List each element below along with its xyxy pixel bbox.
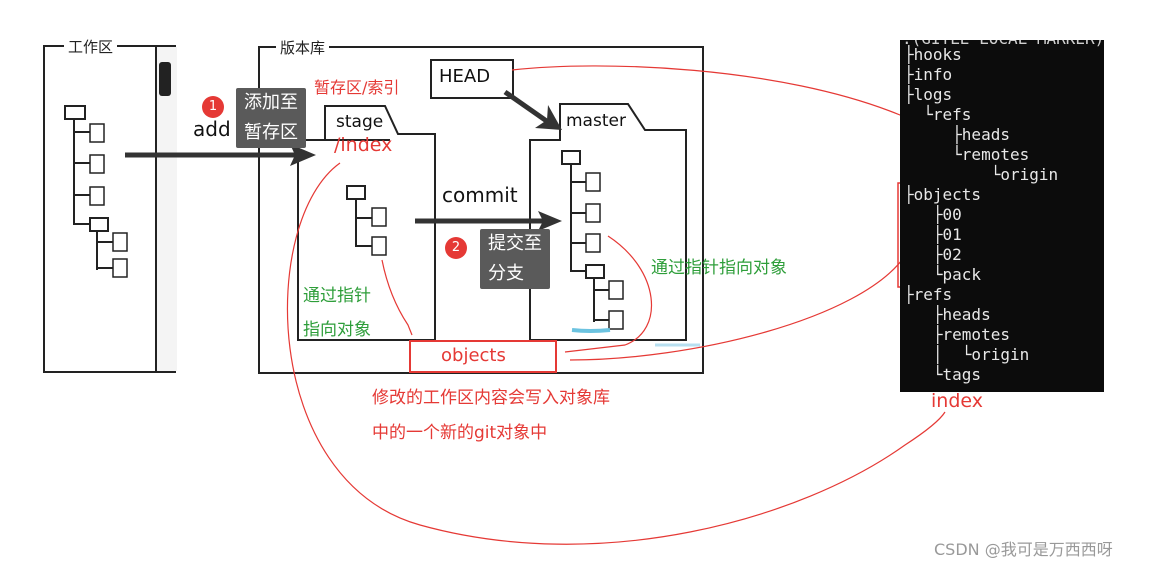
add-label: add [193, 117, 231, 141]
scrollbar-thumb[interactable] [159, 62, 171, 96]
objects-label: objects [441, 345, 506, 366]
step-1-tooltip: 添加至 暂存区 [236, 88, 306, 148]
terminal-line: ├objects [904, 185, 982, 204]
terminal-line: ├info [904, 65, 953, 84]
commit-label: commit [442, 183, 518, 207]
master-tree [561, 150, 609, 322]
terminal-line: ├remotes [904, 325, 1010, 344]
master-label: master [566, 111, 626, 131]
head-arrow [503, 89, 550, 125]
stage-folder-tab [297, 105, 436, 341]
step-2-tooltip: 提交至 分支 [480, 229, 550, 289]
stage-index-cn: 暂存区/索引 [314, 78, 400, 97]
terminal-line: └pack [904, 265, 982, 284]
stage-tree [346, 185, 372, 247]
terminal-line: │ └origin [904, 345, 1030, 364]
terminal-line: ├02 [904, 245, 962, 264]
step-2-badge: 2 [445, 237, 467, 259]
terminal-panel: .(GITLE LOCAL MARKER) ├hooks ├info ├logs… [900, 40, 1104, 392]
terminal-line: └tags [904, 365, 982, 384]
repository-title: 版本库 [276, 37, 330, 58]
terminal-line: ├01 [904, 225, 962, 244]
head-box [430, 59, 514, 99]
stage-label: stage [336, 112, 384, 132]
terminal-line: ├hooks [904, 45, 962, 64]
stage-index-en: /index [334, 134, 393, 156]
workspace-title: 工作区 [64, 36, 118, 57]
write-note-line1: 修改的工作区内容会写入对象库 [372, 388, 610, 408]
terminal-top-partial: .(GITLE LOCAL MARKER) [902, 40, 1104, 48]
objects-box [409, 340, 557, 373]
step-2-line1: 提交至 [488, 233, 542, 254]
pointer-right: 通过指针指向对象 [651, 258, 787, 278]
watermark: CSDN @我可是万西西呀 [934, 540, 1113, 559]
pointer-left-line1: 通过指针 [303, 286, 371, 306]
step-1-badge: 1 [202, 96, 224, 118]
terminal-line: ├refs [904, 285, 953, 304]
terminal-line: └refs [904, 105, 972, 124]
index-label: index [931, 390, 983, 412]
step-1-line2: 暂存区 [244, 122, 298, 143]
workspace-scrollbar[interactable] [155, 47, 177, 371]
terminal-line: ├00 [904, 205, 962, 224]
write-note-line2: 中的一个新的git对象中 [372, 423, 548, 443]
terminal-line: ├heads [904, 305, 991, 324]
pointer-left-line2: 指向对象 [303, 320, 371, 340]
workspace-tree [64, 105, 113, 270]
terminal-line: ├heads [904, 125, 1010, 144]
step-2-line2: 分支 [488, 263, 524, 284]
red-annotation-curves [286, 65, 946, 545]
terminal-line: └origin [904, 165, 1059, 184]
step-1-line1: 添加至 [244, 92, 298, 113]
terminal-line: └remotes [904, 145, 1030, 164]
workspace-file-icons [89, 123, 128, 278]
terminal-line: ├logs [904, 85, 953, 104]
head-label: HEAD [439, 66, 491, 87]
